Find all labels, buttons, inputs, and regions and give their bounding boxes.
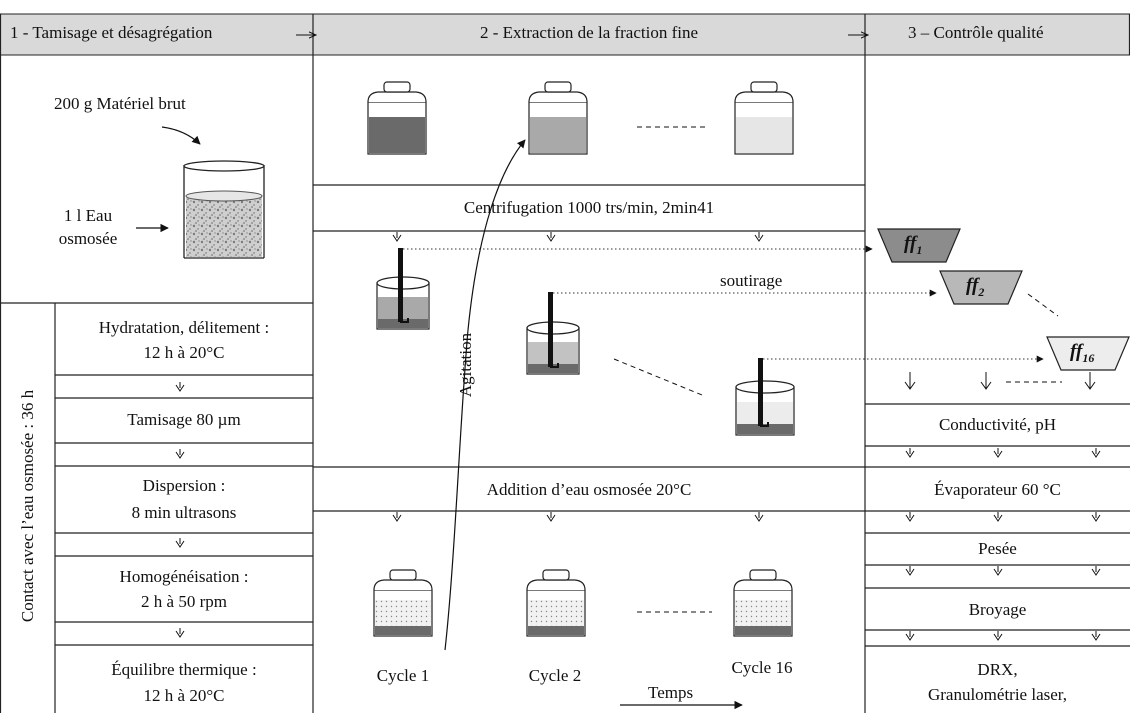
temps-label: Temps	[648, 683, 694, 702]
ff1-funnel-icon	[877, 228, 961, 263]
qc-evaporateur: Évaporateur 60 °C	[934, 480, 1061, 499]
jar-top-1	[367, 81, 427, 155]
ff1-label: ff1	[904, 233, 922, 258]
soutirage-lines	[403, 245, 1044, 363]
qc-final-line1: DRX,	[977, 660, 1018, 679]
header-col3-num: 3	[908, 23, 917, 42]
ff2-sub: 2	[978, 284, 985, 299]
contact-duration-label: Contact avec l’eau osmosée : 36 h	[18, 389, 37, 623]
ff16-funnel-icon	[1046, 336, 1130, 371]
jar-top-16	[734, 81, 794, 155]
step-homogeneisation-line2: 2 h à 50 rpm	[141, 592, 227, 611]
cycle-1-label: Cycle 1	[376, 666, 430, 685]
step-hydratation-line1: Hydratation, délitement :	[98, 318, 270, 337]
raw-material-arrow	[161, 126, 201, 145]
decant-jar-16	[735, 358, 795, 436]
header-band	[0, 13, 1130, 56]
ff2-base: ff	[966, 275, 979, 296]
centrifugation-arrows	[392, 232, 764, 242]
cycle-2-label: Cycle 2	[528, 666, 582, 685]
ff-ellipsis	[1027, 293, 1059, 317]
step-homogeneisation-line1: Homogénéisation :	[119, 567, 249, 586]
decant-jar-1	[376, 248, 430, 330]
col1-step-arrows	[175, 382, 185, 638]
step-dispersion-line2: 8 min ultrasons	[131, 503, 237, 522]
water-label-1: 1 l Eau	[63, 206, 113, 225]
addition-label: Addition d’eau osmosée 20°C	[486, 480, 692, 499]
step-hydratation-line2: 12 h à 20°C	[143, 343, 225, 362]
centrifugation-label: Centrifugation 1000 trs/min, 2min41	[463, 198, 715, 217]
step-equilibre-line1: Équilibre thermique :	[111, 660, 257, 679]
ff1-sub: 1	[916, 242, 923, 257]
jar-cycle-1	[373, 569, 433, 637]
ff2-funnel-icon	[939, 270, 1023, 305]
step-dispersion-line1: Dispersion :	[142, 476, 226, 495]
ff16-base: ff	[1070, 341, 1083, 362]
decant-ellipsis	[613, 358, 703, 396]
jar-top-2	[528, 81, 588, 155]
soutirage-label: soutirage	[720, 271, 783, 290]
header-col2: 2 - Extraction de la fraction fine	[479, 23, 699, 42]
header-col1: 1 - Tamisage et désagrégation	[10, 23, 213, 42]
header-col3: 3 – Contrôle qualité	[908, 23, 1044, 43]
agitation-label: Agitation	[456, 332, 475, 398]
ff1-base: ff	[904, 233, 917, 254]
qc-final-line2: Granulométrie laser,	[927, 685, 1068, 704]
col3-arrows	[904, 372, 1101, 641]
jar-cycle-16	[733, 569, 793, 637]
agitation-arrow	[444, 139, 526, 651]
water-label-2: osmosée	[58, 229, 118, 248]
beaker-icon	[183, 160, 265, 259]
addition-arrows	[392, 512, 764, 522]
raw-material-label: 200 g Matériel brut	[54, 94, 186, 113]
jar-cycle-2	[526, 569, 586, 637]
qc-conductivite: Conductivité, pH	[938, 415, 1057, 434]
ff16-label: ff16	[1070, 341, 1094, 366]
cycle-16-label: Cycle 16	[731, 658, 793, 677]
header-col3-title: – Contrôle qualité	[920, 23, 1044, 42]
decant-jar-2	[526, 292, 580, 375]
step-tamisage: Tamisage 80 µm	[127, 410, 241, 429]
step-equilibre-line2: 12 h à 20°C	[143, 686, 225, 705]
qc-pesee: Pesée	[978, 539, 1017, 558]
qc-broyage: Broyage	[968, 600, 1027, 619]
grid-lines	[0, 14, 1130, 713]
ff2-label: ff2	[966, 275, 984, 300]
ff16-sub: 16	[1082, 350, 1095, 365]
